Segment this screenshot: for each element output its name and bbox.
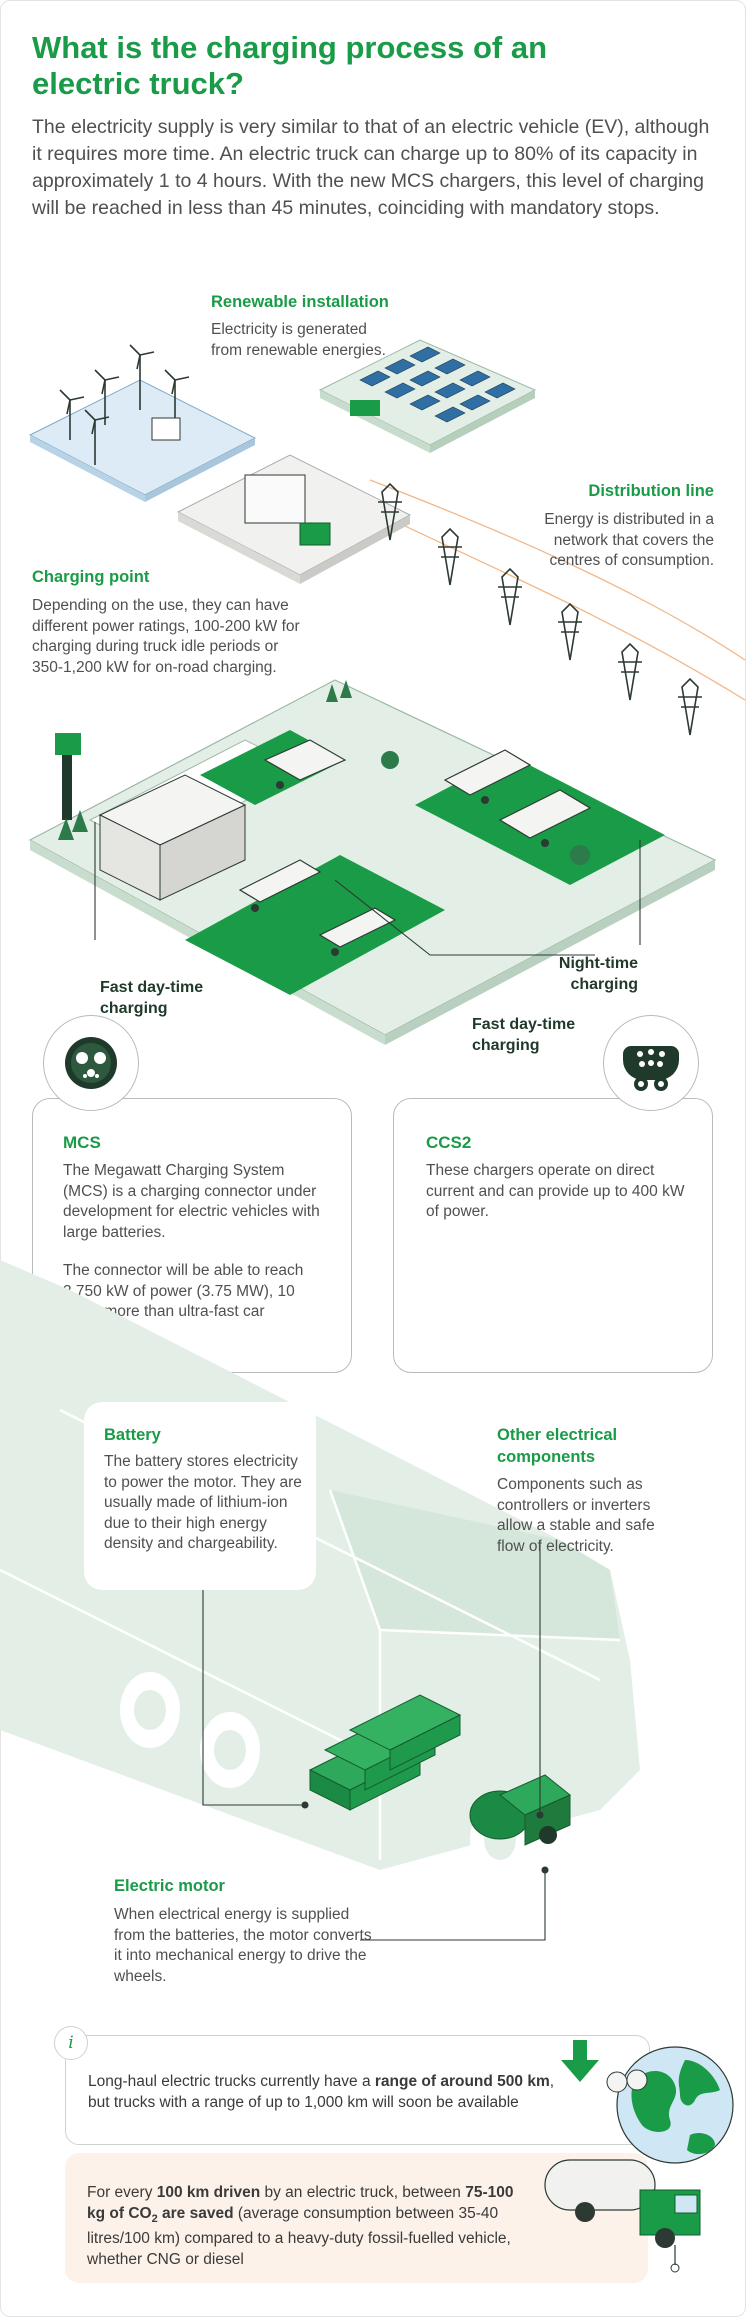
renewable-text: Electricity is generated from renewable … (211, 321, 386, 359)
download-arrow-icon (561, 2040, 599, 2082)
globe-truck-illustration (544, 2040, 734, 2273)
battery-text: The battery stores electricity to power … (104, 1453, 302, 1552)
renewable-heading: Renewable installation (211, 293, 389, 311)
co2-bold-saved: are saved (157, 2204, 234, 2222)
truck-callout-lines (202, 1540, 549, 1941)
motor-text: When electrical energy is supplied from … (114, 1906, 372, 1985)
range-info-bold: range of around 500 km (374, 2073, 550, 2090)
mcs-heading: MCS (63, 1133, 101, 1152)
fast-day-right-label: Fast day-time charging (472, 1016, 576, 1054)
co2-pre: For every (87, 2184, 157, 2201)
callout-lines (94, 822, 641, 956)
info-icon: i (54, 2026, 88, 2060)
other-components-text: Components such as controllers or invert… (497, 1476, 655, 1555)
ccs2-heading: CCS2 (426, 1133, 472, 1152)
night-time-label: Night-time charging (558, 955, 638, 993)
electric-truck-illustration (0, 1260, 640, 1941)
co2-subscript: 2 (151, 2212, 158, 2225)
co2-bold-amount: 75-100 kg of CO (87, 2184, 514, 2222)
charging-infrastructure-illustration (28, 339, 746, 1045)
charging-platform (28, 679, 717, 1045)
co2-mid: by an electric truck, between (260, 2184, 466, 2201)
battery-card: Battery The battery stores electricity t… (84, 1402, 316, 1590)
battery-packs (308, 1694, 462, 1811)
range-info-box: Long-haul electric trucks currently have… (65, 2035, 650, 2145)
mcs-connector-icon (43, 1015, 139, 1111)
pylons (378, 482, 702, 736)
range-info-pre: Long-haul electric trucks currently have… (88, 2073, 375, 2090)
range-info-text: Long-haul electric trucks currently have… (88, 2072, 558, 2113)
fast-day-left-label: Fast day-time charging (100, 979, 204, 1017)
charging-point-text: Depending on the use, they can have diff… (32, 597, 300, 676)
co2-bold-distance: 100 km driven (156, 2184, 261, 2201)
solar-farm (318, 339, 537, 453)
charging-point-heading: Charging point (32, 568, 150, 586)
substation (176, 454, 412, 584)
wind-farm (28, 344, 257, 502)
co2-savings-text: For every 100 km driven by an electric t… (87, 2183, 527, 2270)
battery-heading: Battery (104, 1426, 161, 1444)
co2-post: (average consumption between 35-40 litre… (87, 2204, 511, 2268)
distribution-text: Energy is distributed in a network that … (544, 511, 714, 569)
other-components-heading: Other electrical components (497, 1426, 618, 1466)
ccs2-text: These chargers operate on direct current… (426, 1162, 685, 1220)
electric-motor (469, 1774, 571, 1846)
motor-heading: Electric motor (114, 1877, 225, 1895)
mcs-text-1: The Megawatt Charging System (MCS) is a … (63, 1162, 320, 1241)
range-info-post: , but trucks with a range of up to 1,000… (88, 2073, 555, 2111)
intro-text: The electricity supply is very similar t… (32, 116, 710, 219)
mcs-card: MCS The Megawatt Charging System (MCS) i… (32, 1098, 352, 1373)
ccs2-connector-icon (603, 1015, 699, 1111)
page-title: What is the charging process of an elect… (32, 30, 548, 101)
distribution-heading: Distribution line (588, 482, 714, 500)
ccs2-card: CCS2 These chargers operate on direct cu… (393, 1098, 713, 1373)
